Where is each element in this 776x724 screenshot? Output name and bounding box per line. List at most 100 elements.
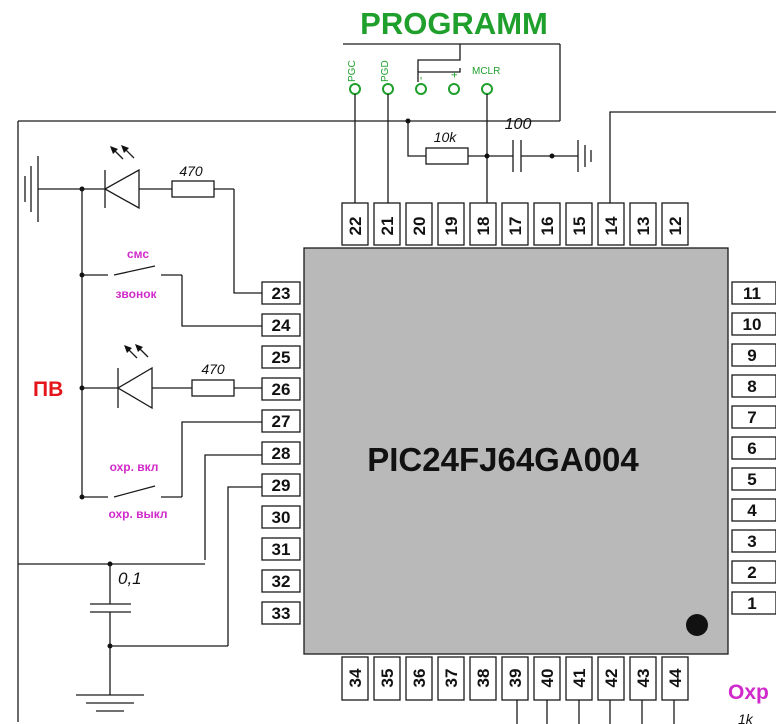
label-mclr: MCLR: [472, 66, 500, 77]
pin-25: 25: [261, 345, 301, 369]
pin-33: 33: [261, 601, 301, 625]
pin-number: 23: [272, 284, 291, 303]
pin-12: 12: [661, 202, 689, 246]
pin-number: 26: [272, 380, 291, 399]
pin-number: 14: [602, 216, 621, 235]
pin-number: 40: [538, 669, 557, 688]
pin-number: 37: [442, 669, 461, 688]
pin-number: 5: [747, 470, 756, 489]
pin-14: 14: [597, 202, 625, 246]
pin-36: 36: [405, 656, 433, 701]
pin-13: 13: [629, 202, 657, 246]
pin-8: 8: [731, 374, 776, 398]
test-point-pgd: [382, 83, 394, 95]
pin-number: 9: [747, 346, 756, 365]
label-c-left: 0,1: [118, 569, 142, 588]
pin-21: 21: [373, 202, 401, 246]
label-pgd: PGD: [380, 60, 391, 82]
pin-number: 12: [666, 217, 685, 236]
pin-number: 29: [272, 476, 291, 495]
label-r-led1: 470: [179, 163, 203, 179]
pin-38: 38: [469, 656, 497, 701]
pin-number: 34: [346, 668, 365, 687]
pin-41: 41: [565, 656, 593, 701]
pin-number: 44: [666, 668, 685, 687]
resistor-470-top: [171, 180, 215, 198]
pin-26: 26: [261, 377, 301, 401]
programm-title: PROGRAMM: [360, 6, 548, 41]
pin-43: 43: [629, 656, 657, 701]
pin-20: 20: [405, 202, 433, 246]
label-sms: смс: [127, 247, 149, 261]
pin-number: 10: [743, 315, 762, 334]
label-guard-on: охр. вкл: [110, 460, 159, 474]
pin-30: 30: [261, 505, 301, 529]
chip-label: PIC24FJ64GA004: [367, 441, 639, 478]
pin-number: 24: [272, 316, 291, 335]
test-point-mclr: [481, 83, 493, 95]
label-ring: звонок: [115, 287, 157, 301]
pin-15: 15: [565, 202, 593, 246]
label-corner: Охр: [728, 681, 769, 704]
pin-19: 19: [437, 202, 465, 246]
pin-11: 11: [731, 281, 776, 305]
pin-number: 36: [410, 669, 429, 688]
pin-number: 18: [474, 217, 493, 236]
pin-9: 9: [731, 343, 776, 367]
programming-wires: [17, 94, 776, 722]
pin-number: 28: [272, 444, 291, 463]
pin-number: 11: [743, 284, 761, 303]
pin-37: 37: [437, 656, 465, 701]
test-point-minus: [415, 83, 427, 95]
pin-number: 3: [747, 532, 756, 551]
pin-1: 1: [731, 591, 776, 615]
pin-22: 22: [341, 202, 369, 246]
pin-number: 19: [442, 217, 461, 236]
pin-number: 27: [272, 412, 291, 431]
pin-17: 17: [501, 202, 529, 246]
pin-number: 7: [747, 408, 756, 427]
pin-number: 13: [634, 217, 653, 236]
pin-29: 29: [261, 473, 301, 497]
pin-6: 6: [731, 436, 776, 460]
label-r-led2: 470: [201, 361, 225, 377]
pin-number: 32: [272, 572, 291, 591]
pin-number: 17: [506, 217, 525, 236]
pin-31: 31: [261, 537, 301, 561]
pin-number: 16: [538, 217, 557, 236]
pin-number: 30: [272, 508, 291, 527]
pin-44: 44: [661, 656, 689, 701]
label-r-bottom: 1k: [738, 711, 754, 724]
pin-3: 3: [731, 529, 776, 553]
resistor-10k: [425, 147, 469, 165]
label-plus: +: [449, 72, 461, 78]
pin-number: 38: [474, 669, 493, 688]
pin-number: 42: [602, 669, 621, 688]
pin-40: 40: [533, 656, 561, 701]
pin-23: 23: [261, 281, 301, 305]
pin-18: 18: [469, 202, 497, 246]
pin-number: 31: [272, 540, 291, 559]
pin-2: 2: [731, 560, 776, 584]
pin-number: 6: [747, 439, 756, 458]
label-c-top: 100: [505, 116, 532, 133]
label-r-top: 10k: [434, 129, 458, 145]
pin-35: 35: [373, 656, 401, 701]
pin-42: 42: [597, 656, 625, 701]
pin-16: 16: [533, 202, 561, 246]
pin-number: 21: [378, 217, 397, 236]
pin-24: 24: [261, 313, 301, 337]
left-circuitry: [18, 145, 675, 724]
pin-28: 28: [261, 441, 301, 465]
pin-4: 4: [731, 498, 776, 522]
pin-32: 32: [261, 569, 301, 593]
test-point-plus: [448, 83, 460, 95]
pin-number: 33: [272, 604, 291, 623]
label-pgc: PGC: [347, 60, 358, 82]
pin-39: 39: [501, 656, 529, 701]
pin-number: 41: [570, 669, 589, 688]
pin-number: 39: [506, 669, 525, 688]
pin-number: 15: [570, 217, 589, 236]
resistor-470-bottom: [191, 379, 235, 397]
